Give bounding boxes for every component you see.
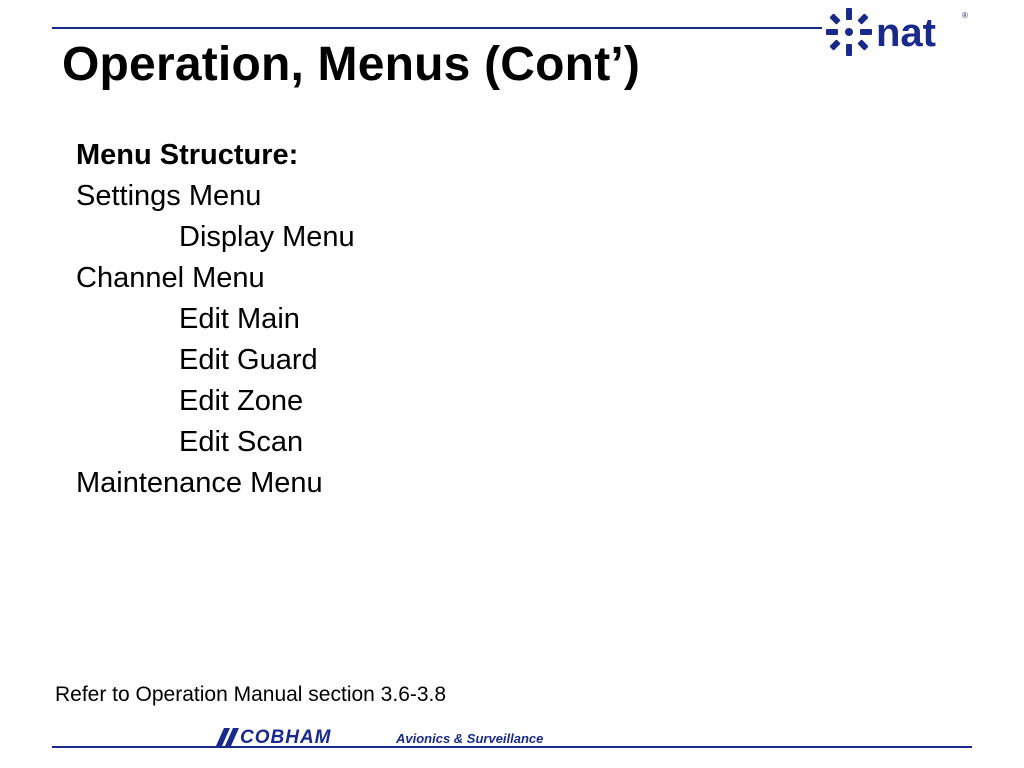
list-item-maintenance-menu: Maintenance Menu [76, 467, 323, 499]
cobham-tagline: Avionics & Surveillance [395, 731, 543, 746]
nat-logo: nat ® [826, 8, 968, 56]
footer-reference-note: Refer to Operation Manual section 3.6-3.… [55, 683, 447, 706]
list-item-edit-zone: Edit Zone [179, 385, 304, 417]
list-item-edit-main: Edit Main [179, 303, 300, 335]
star-burst-icon [826, 8, 872, 56]
list-item-channel-menu: Channel Menu [76, 262, 265, 294]
list-item-display-menu: Display Menu [179, 221, 355, 253]
registered-mark: ® [962, 11, 968, 20]
list-item-settings-menu: Settings Menu [76, 180, 262, 212]
header-rule [52, 27, 822, 29]
menu-structure-heading: Menu Structure: [76, 139, 299, 171]
cobham-slash-icon [216, 728, 239, 746]
footer-rule [52, 746, 972, 748]
cobham-logo-text: COBHAM [240, 727, 332, 748]
list-item-edit-guard: Edit Guard [179, 344, 318, 376]
slide-title: Operation, Menus (Cont’) [62, 38, 641, 91]
list-item-edit-scan: Edit Scan [179, 426, 304, 458]
menu-structure-list: Menu Structure: Settings Menu Display Me… [76, 135, 355, 504]
nat-logo-text: nat [876, 11, 936, 55]
cobham-logo: COBHAM Avionics & Surveillance [216, 727, 543, 748]
